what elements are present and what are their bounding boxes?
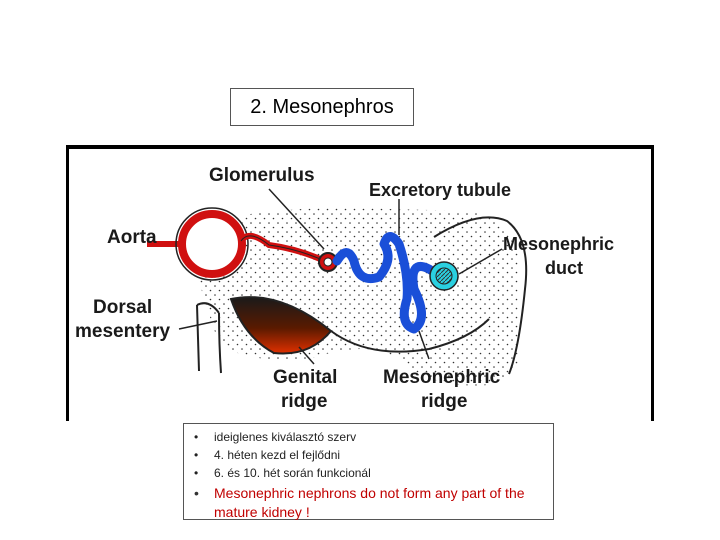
bullet-icon: • [194,485,199,501]
label-genital-ridge-line2: ridge [281,391,328,412]
label-dorsal-mesentery-line2: mesentery [75,321,171,342]
pointer-lines [178,188,503,365]
notes-box: •ideiglenes kiválasztó szerv •4. héten k… [183,423,554,520]
label-mesonephric-duct-line2: duct [545,258,583,278]
outer-wall [433,216,528,375]
note-item: •ideiglenes kiválasztó szerv [194,430,357,444]
bullet-icon: • [194,448,199,462]
note-item: •4. héten kezd el fejlődni [194,448,341,462]
page-title: 2. Mesonephros [250,95,394,118]
bullet-icon: • [194,466,199,480]
label-glomerulus: Glomerulus [209,165,315,186]
mesonephric-ridge [330,318,490,353]
label-excretory-tubule: Excretory tubule [369,180,512,200]
note-item: •6. és 10. hét során funkcionál [194,466,371,480]
notes-list: •ideiglenes kiválasztó szerv •4. héten k… [190,428,545,522]
mesonephros-diagram: Glomerulus Excretory tubule Aorta Mesone… [66,145,654,421]
aorta [178,210,246,278]
label-aorta: Aorta [107,227,157,248]
note-highlight: •Mesonephric nephrons do not form any pa… [194,485,525,520]
dorsal-mesentery [196,304,222,374]
label-dorsal-mesentery-line1: Dorsal [93,297,153,318]
label-mesonephric-ridge-line2: ridge [421,391,468,412]
label-mesonephric-duct-line1: Mesonephric [503,234,615,254]
genital-ridge [229,296,333,355]
label-genital-ridge-line1: Genital [273,367,338,388]
bullet-icon: • [194,430,199,444]
label-mesonephric-ridge-line1: Mesonephric [383,367,501,388]
diagram-drawing [147,188,528,386]
title-box: 2. Mesonephros [230,88,414,126]
